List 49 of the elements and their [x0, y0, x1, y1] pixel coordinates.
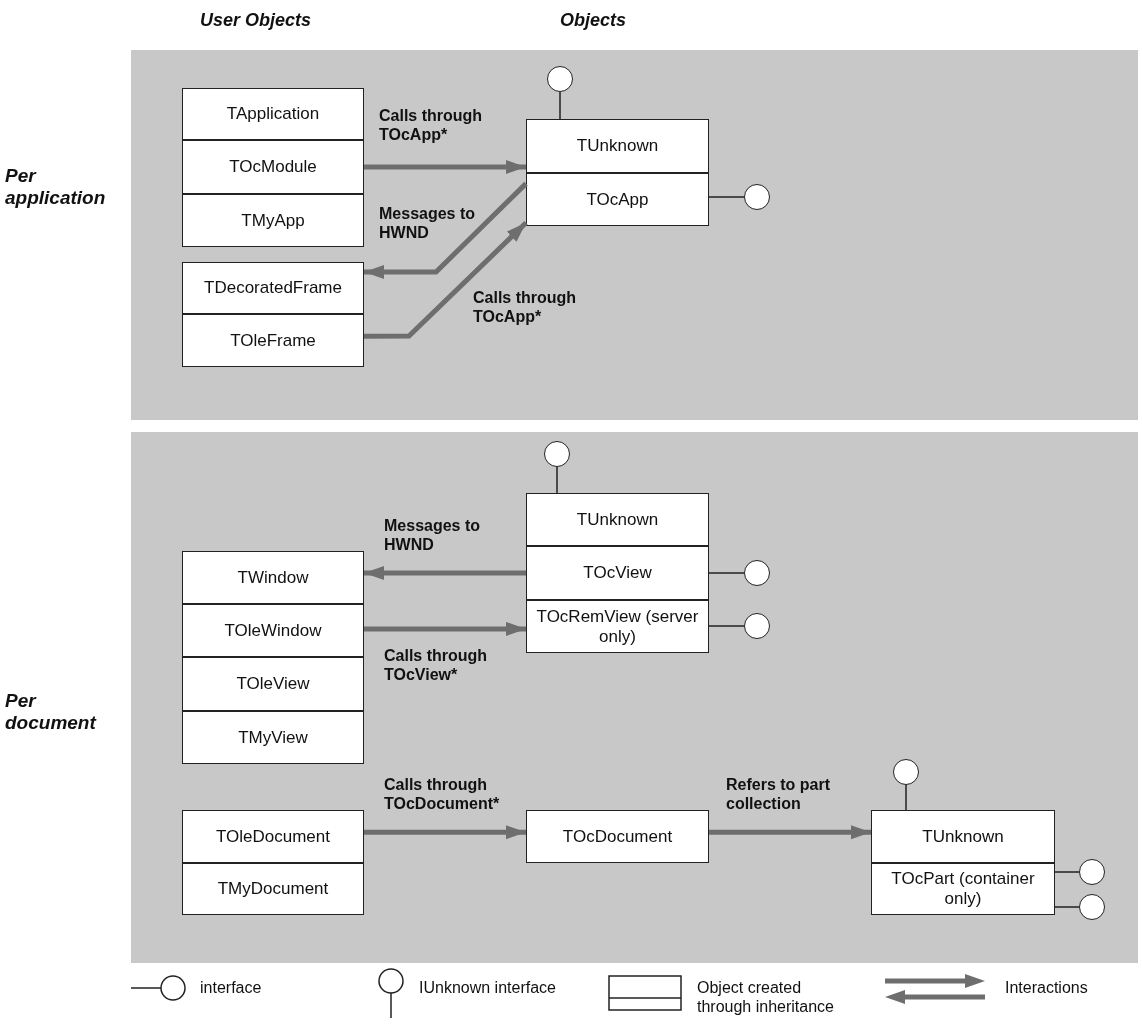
class-box: TApplication	[182, 88, 364, 140]
class-box: TMyView	[182, 711, 364, 764]
arrow	[364, 566, 526, 580]
row-heading: Per document	[5, 690, 98, 734]
connector-line	[905, 784, 907, 811]
class-box: TOcPart (container only)	[871, 863, 1055, 915]
connector-line	[559, 91, 561, 120]
class-box: TMyDocument	[182, 863, 364, 915]
column-heading: User Objects	[200, 10, 312, 31]
connector-line	[708, 196, 745, 198]
class-box: TOcDocument	[526, 810, 709, 863]
arrow	[364, 181, 528, 279]
connector-line	[708, 572, 745, 574]
edge-label: Calls through TOcDocument*	[384, 775, 501, 813]
legend-text: IUnknown interface	[419, 978, 557, 997]
class-box: TOleDocument	[182, 810, 364, 863]
edge-label: Messages to HWND	[384, 516, 482, 554]
edge-label: Refers to part collection	[726, 775, 832, 813]
arrow	[364, 160, 526, 174]
arrow	[364, 221, 528, 339]
row-heading: Per application	[5, 165, 107, 209]
legend-text: Object created through inheritance	[697, 978, 835, 1016]
class-box: TUnknown	[526, 493, 709, 546]
class-box: TDecoratedFrame	[182, 262, 364, 314]
connector-line	[1054, 906, 1080, 908]
class-box: TOcRemView (server only)	[526, 600, 709, 653]
class-box: TOcApp	[526, 173, 709, 226]
arrow	[364, 621, 526, 636]
edge-label: Messages to HWND	[379, 204, 477, 242]
class-box: TMyApp	[182, 194, 364, 247]
class-box: TUnknown	[526, 119, 709, 173]
arrow	[364, 825, 526, 840]
class-box: TWindow	[182, 551, 364, 604]
class-box: TOleFrame	[182, 314, 364, 367]
class-box: TOcView	[526, 546, 709, 600]
connector-line	[708, 625, 745, 627]
column-heading: Objects	[560, 10, 627, 31]
legend-text: interface	[200, 978, 263, 997]
class-box: TOleWindow	[182, 604, 364, 657]
edge-label: Calls through TOcView*	[384, 646, 489, 684]
edge-label: Calls through TOcApp*	[473, 288, 578, 326]
class-box: TOleView	[182, 657, 364, 711]
connector-line	[556, 466, 558, 494]
class-box: TUnknown	[871, 810, 1055, 863]
class-box: TOcModule	[182, 140, 364, 194]
connector-line	[1054, 871, 1080, 873]
edge-label: Calls through TOcApp*	[379, 106, 484, 144]
arrow	[709, 825, 871, 840]
legend-text: Interactions	[1005, 978, 1089, 997]
